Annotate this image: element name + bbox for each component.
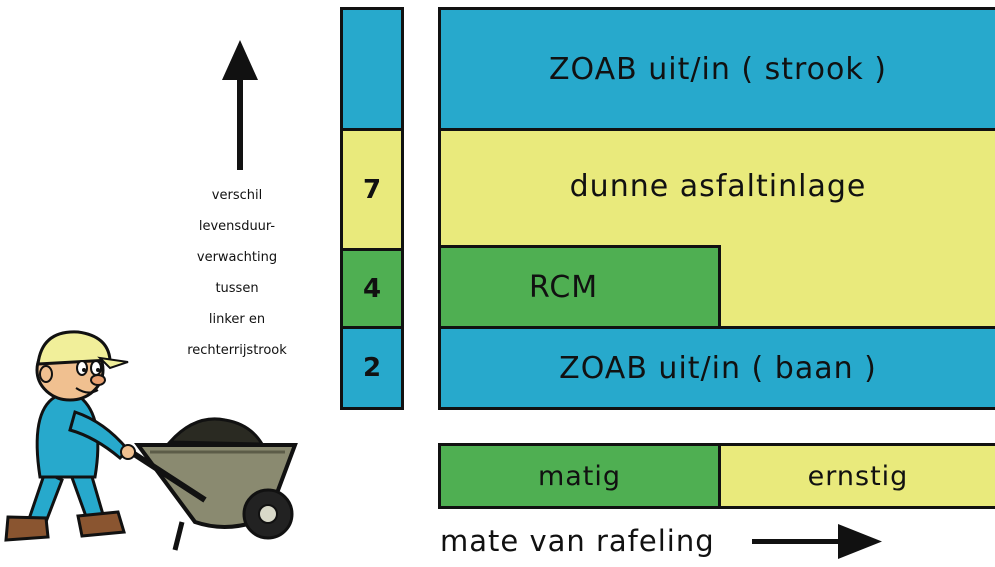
x-axis-label: mate van rafeling [440, 524, 715, 558]
block-label: RCM [529, 269, 599, 305]
side-line: linker en [208, 312, 266, 327]
side-line: levensduur- [198, 219, 276, 234]
block-zoab-strook: ZOAB uit/in ( strook ) [438, 7, 995, 131]
scale-value: 4 [362, 273, 382, 304]
side-line: verwachting [196, 250, 278, 265]
block-label: ZOAB uit/in ( baan ) [559, 350, 877, 386]
block-rcm: RCM [438, 245, 721, 329]
worker-with-wheelbarrow-icon [4, 330, 298, 551]
scale-cell-4: 4 [340, 248, 404, 329]
side-line: verschil [211, 188, 263, 203]
side-line: rechterrijstrook [187, 343, 287, 358]
block-label: ZOAB uit/in ( strook ) [548, 51, 887, 87]
severity-matig: matig [438, 443, 721, 509]
right-arrow-icon [752, 524, 882, 559]
severity-label: ernstig [807, 460, 909, 492]
severity-ernstig: ernstig [718, 443, 995, 509]
block-label: dunne asfaltinlage [569, 169, 867, 204]
side-line: tussen [215, 281, 259, 296]
block-zoab-baan: ZOAB uit/in ( baan ) [438, 326, 995, 410]
scale-value: 7 [362, 174, 382, 205]
scale-cell-top [340, 7, 404, 131]
severity-label: matig [537, 460, 622, 492]
side-caption: verschil levensduur- verwachting tussen … [162, 180, 312, 366]
up-arrow-icon [222, 40, 258, 170]
scale-cell-7: 7 [340, 128, 404, 251]
scale-value: 2 [362, 353, 382, 383]
scale-cell-2: 2 [340, 326, 404, 410]
